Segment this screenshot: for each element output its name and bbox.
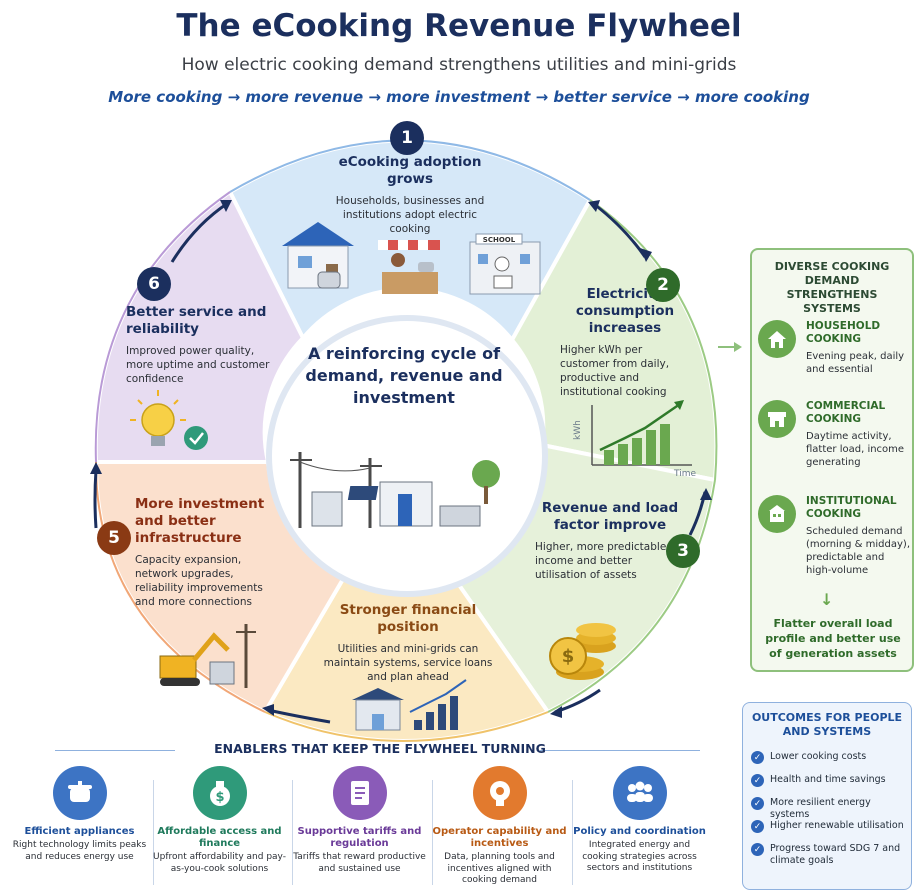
house-illustration <box>282 222 354 289</box>
step-6-badge: 6 <box>137 267 171 301</box>
school-illustration: SCHOOL <box>469 233 541 295</box>
step-5: More investment and better infrastructur… <box>135 496 285 609</box>
step-2-badge: 2 <box>646 268 680 302</box>
cooker-icon <box>52 766 107 820</box>
divider <box>572 780 573 885</box>
coins-illustration: $ <box>549 623 616 680</box>
panel-footer: Flatter overall load profile and better … <box>765 617 901 660</box>
document-icon <box>332 766 387 820</box>
divider <box>153 780 154 885</box>
step-1: eCooking adoption grows Households, busi… <box>325 154 495 236</box>
lightbulb-illustration <box>130 390 208 450</box>
panel-item-household-title: HOUSEHOLD COOKING <box>806 320 881 345</box>
down-arrow-icon: ↓ <box>820 590 834 609</box>
check-icon: ✓ <box>751 843 764 856</box>
enabler-efficient-appliances: Efficient appliances Right technology li… <box>12 766 147 863</box>
arrow-5-6 <box>93 469 98 529</box>
check-icon: ✓ <box>751 751 764 764</box>
arrow-6-1 <box>170 201 229 263</box>
grid-infrastructure-illustration <box>290 452 500 528</box>
step-2-title: Electricity consumption increases <box>575 286 675 336</box>
step-4-body: Utilities and mini-grids can maintain sy… <box>323 643 493 683</box>
step-2-body: Higher kWh per customer from daily, prod… <box>560 344 670 398</box>
step-4: Stronger financial position Utilities an… <box>318 602 498 684</box>
panel-item-commercial-title: COMMERCIAL COOKING <box>806 400 886 425</box>
check-icon: ✓ <box>751 774 764 787</box>
enabler-operator-capability: Operator capability and incentives Data,… <box>432 766 567 887</box>
step-6-body: Improved power quality, more uptime and … <box>126 345 270 385</box>
enablers-title: ENABLERS THAT KEEP THE FLYWHEEL TURNING <box>214 741 546 756</box>
svg-text:$: $ <box>562 646 575 667</box>
step-3-badge: 3 <box>666 534 700 568</box>
svg-text:$: $ <box>215 790 224 805</box>
shop-icon <box>758 400 796 438</box>
center-text: A reinforcing cycle of demand, revenue a… <box>305 344 503 407</box>
page-subtitle: How electric cooking demand strengthens … <box>181 55 737 75</box>
step-6-title: Better service and reliability <box>126 304 267 337</box>
outcomes-title: OUTCOMES FOR PEOPLE AND SYSTEMS <box>751 711 903 738</box>
enabler-policy-coordination: Policy and coordination Integrated energ… <box>572 766 707 875</box>
market-stall-illustration <box>378 240 440 294</box>
cycle-tagline: More cooking → more revenue → more inves… <box>108 88 810 106</box>
step-6: Better service and reliability Improved … <box>126 304 276 386</box>
arrow-1-2 <box>593 202 647 258</box>
excavator-illustration <box>159 624 256 688</box>
check-icon: ✓ <box>751 820 764 833</box>
svg-text:kWh: kWh <box>573 420 583 440</box>
svg-text:Time: Time <box>673 469 696 479</box>
step-4-title: Stronger financial position <box>339 602 477 635</box>
step-2: Electricity consumption increases Higher… <box>560 286 690 399</box>
step-1-badge: 1 <box>390 121 424 155</box>
panel-item-household-body: Evening peak, daily and essential <box>806 351 905 375</box>
svg-text:SCHOOL: SCHOOL <box>483 236 516 244</box>
enabler-access-finance: $ Affordable access and finance Upfront … <box>152 766 287 875</box>
people-icon <box>612 766 667 820</box>
step-5-body: Capacity expansion, network upgrades, re… <box>135 554 263 608</box>
gear-head-icon <box>472 766 527 820</box>
outcomes-panel: OUTCOMES FOR PEOPLE AND SYSTEMS ✓Lower c… <box>742 702 912 890</box>
step-5-title: More investment and better infrastructur… <box>135 496 265 546</box>
step-3-body: Higher, more predictable income and bett… <box>535 541 667 581</box>
divider <box>540 750 700 751</box>
panel-item-commercial-body: Daytime activity, flatter load, income g… <box>806 431 905 468</box>
step-1-title: eCooking adoption grows <box>338 154 482 187</box>
enabler-tariffs-regulation: Supportive tariffs and regulation Tariff… <box>292 766 427 875</box>
divider <box>292 780 293 885</box>
kwh-growth-chart: kWh Time <box>573 400 696 479</box>
house-icon <box>758 320 796 358</box>
step-3: Revenue and load factor improve Higher, … <box>535 500 685 582</box>
demand-panel: DIVERSE COOKING DEMAND STRENGTHENS SYSTE… <box>750 248 914 672</box>
divider <box>432 780 433 885</box>
step-1-body: Households, businesses and institutions … <box>335 195 485 235</box>
school-icon <box>758 495 796 533</box>
building-growth-illustration <box>352 679 467 731</box>
step-5-badge: 5 <box>97 521 131 555</box>
divider <box>55 750 175 751</box>
money-bag-icon: $ <box>192 766 247 820</box>
panel-title: DIVERSE COOKING DEMAND STRENGTHENS SYSTE… <box>774 260 890 315</box>
panel-item-institutional-title: INSTITUTIONAL COOKING <box>806 495 897 520</box>
page-title: The eCooking Revenue Flywheel <box>176 8 742 44</box>
check-icon: ✓ <box>751 797 764 810</box>
step-3-title: Revenue and load factor improve <box>541 500 679 533</box>
panel-item-institutional-body: Scheduled demand (morning & midday), pre… <box>806 526 910 576</box>
